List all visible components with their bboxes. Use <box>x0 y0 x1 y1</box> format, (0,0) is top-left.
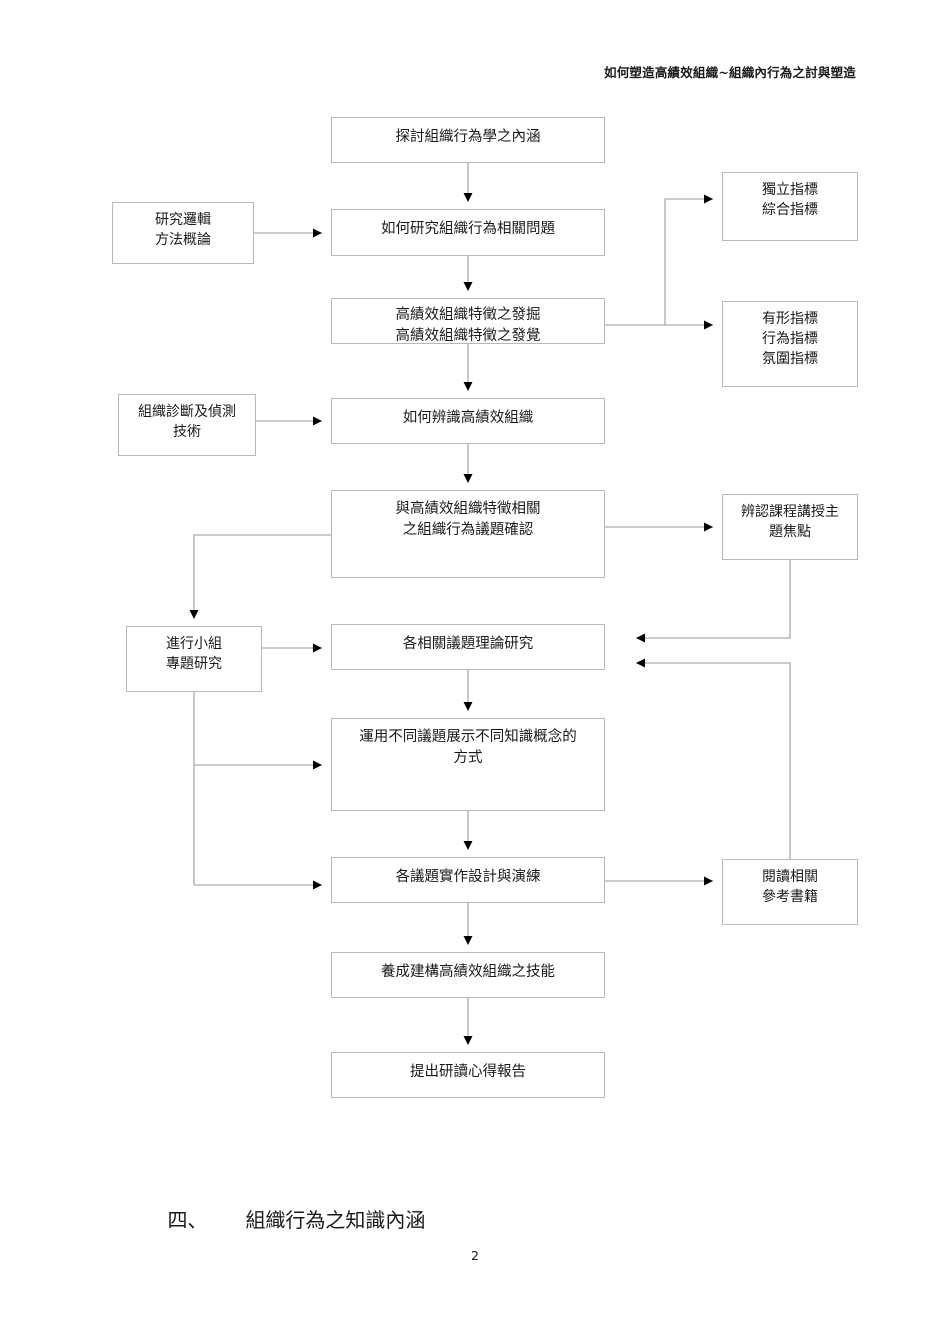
node-practice-design-drill[interactable]: 各議題實作設計與演練 <box>331 857 605 903</box>
edge-n3-R1 <box>664 194 713 325</box>
node-diagnosis-detection-tech[interactable]: 組織診斷及偵測 技術 <box>118 394 256 456</box>
node-research-logic-method[interactable]: 研究邏輯 方法概論 <box>112 202 254 264</box>
node-read-reference-books[interactable]: 閱讀相關 參考書籍 <box>722 859 858 925</box>
node-present-knowledge-concepts[interactable]: 運用不同議題展示不同知識概念的 方式 <box>331 718 605 811</box>
node-independent-composite-index[interactable]: 獨立指標 綜合指標 <box>722 172 858 241</box>
node-identify-course-focus[interactable]: 辨認課程講授主 題焦點 <box>722 494 858 560</box>
edge-R4-n6 <box>636 658 791 859</box>
node-explore-ob-content[interactable]: 探討組織行為學之內涵 <box>331 117 605 163</box>
edge-R3-n6 <box>636 560 791 643</box>
node-how-to-identify-hpo[interactable]: 如何辨識高績效組織 <box>331 398 605 444</box>
node-confirm-ob-topics[interactable]: 與高績效組織特徵相關 之組織行為議題確認 <box>331 490 605 578</box>
node-group-topic-research[interactable]: 進行小組 專題研究 <box>126 626 262 692</box>
node-how-to-study-ob[interactable]: 如何研究組織行為相關問題 <box>331 209 605 256</box>
node-tangible-behavior-climate-index[interactable]: 有形指標 行為指標 氛圍指標 <box>722 301 858 387</box>
section-title: 組織行為之知識內涵 <box>245 1208 426 1232</box>
section-number: 四、 <box>167 1208 208 1232</box>
document-header: 如何塑造高績效組織~組織內行為之討與塑造 <box>604 65 856 80</box>
edge-n5-L3 <box>189 534 331 619</box>
page-number: 2 <box>471 1248 479 1263</box>
node-topic-theory-research[interactable]: 各相關議題理論研究 <box>331 624 605 670</box>
section-heading: 四、 組織行為之知識內涵 <box>142 1180 425 1257</box>
node-submit-report[interactable]: 提出研讀心得報告 <box>331 1052 605 1098</box>
node-high-performance-traits[interactable]: 高績效組織特徵之發掘 高績效組織特徵之發覺 <box>331 298 605 344</box>
node-build-hpo-skills[interactable]: 養成建構高績效組織之技能 <box>331 952 605 998</box>
